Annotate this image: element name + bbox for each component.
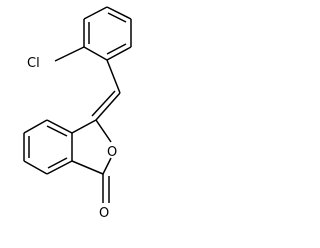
bond-ring-b-7-inner bbox=[47, 157, 68, 169]
lactone-ring bbox=[71, 119, 112, 203]
bond-methine-double-inner bbox=[91, 90, 116, 117]
bond-ring-b-7 bbox=[46, 160, 73, 175]
bond-ring-b-4 bbox=[23, 119, 48, 134]
bond-methine-double bbox=[95, 92, 121, 121]
bond-o-c1 bbox=[102, 157, 112, 175]
bond-c1-c7a bbox=[71, 160, 104, 175]
bond-ring-a-1 bbox=[83, 6, 108, 20]
bond-ring-a-2-inner bbox=[107, 12, 127, 23]
bond-c-cl bbox=[54, 46, 85, 62]
atom-label-ring-oxygen: O bbox=[107, 145, 117, 160]
structure-diagram: Cl O O bbox=[23, 6, 132, 221]
bond-ring-a-2 bbox=[106, 6, 132, 20]
atom-label-chlorine: Cl bbox=[27, 56, 40, 71]
bond-ring-b-3-inner bbox=[46, 125, 68, 137]
bond-ring-a-4 bbox=[106, 46, 132, 61]
chlorophenyl-ring bbox=[83, 6, 132, 61]
benzo-ring bbox=[23, 119, 97, 175]
bond-ring-b-6 bbox=[23, 160, 48, 175]
bond-c3-o bbox=[95, 119, 112, 143]
bond-ring-b-3 bbox=[46, 119, 73, 134]
bond-ring-to-methine bbox=[106, 59, 121, 94]
bond-ring-a-4-inner bbox=[106, 43, 127, 55]
bond-ring-a-5 bbox=[83, 46, 108, 61]
bond-ring-b-1 bbox=[71, 119, 97, 134]
atom-label-carbonyl-oxygen: O bbox=[99, 206, 109, 221]
